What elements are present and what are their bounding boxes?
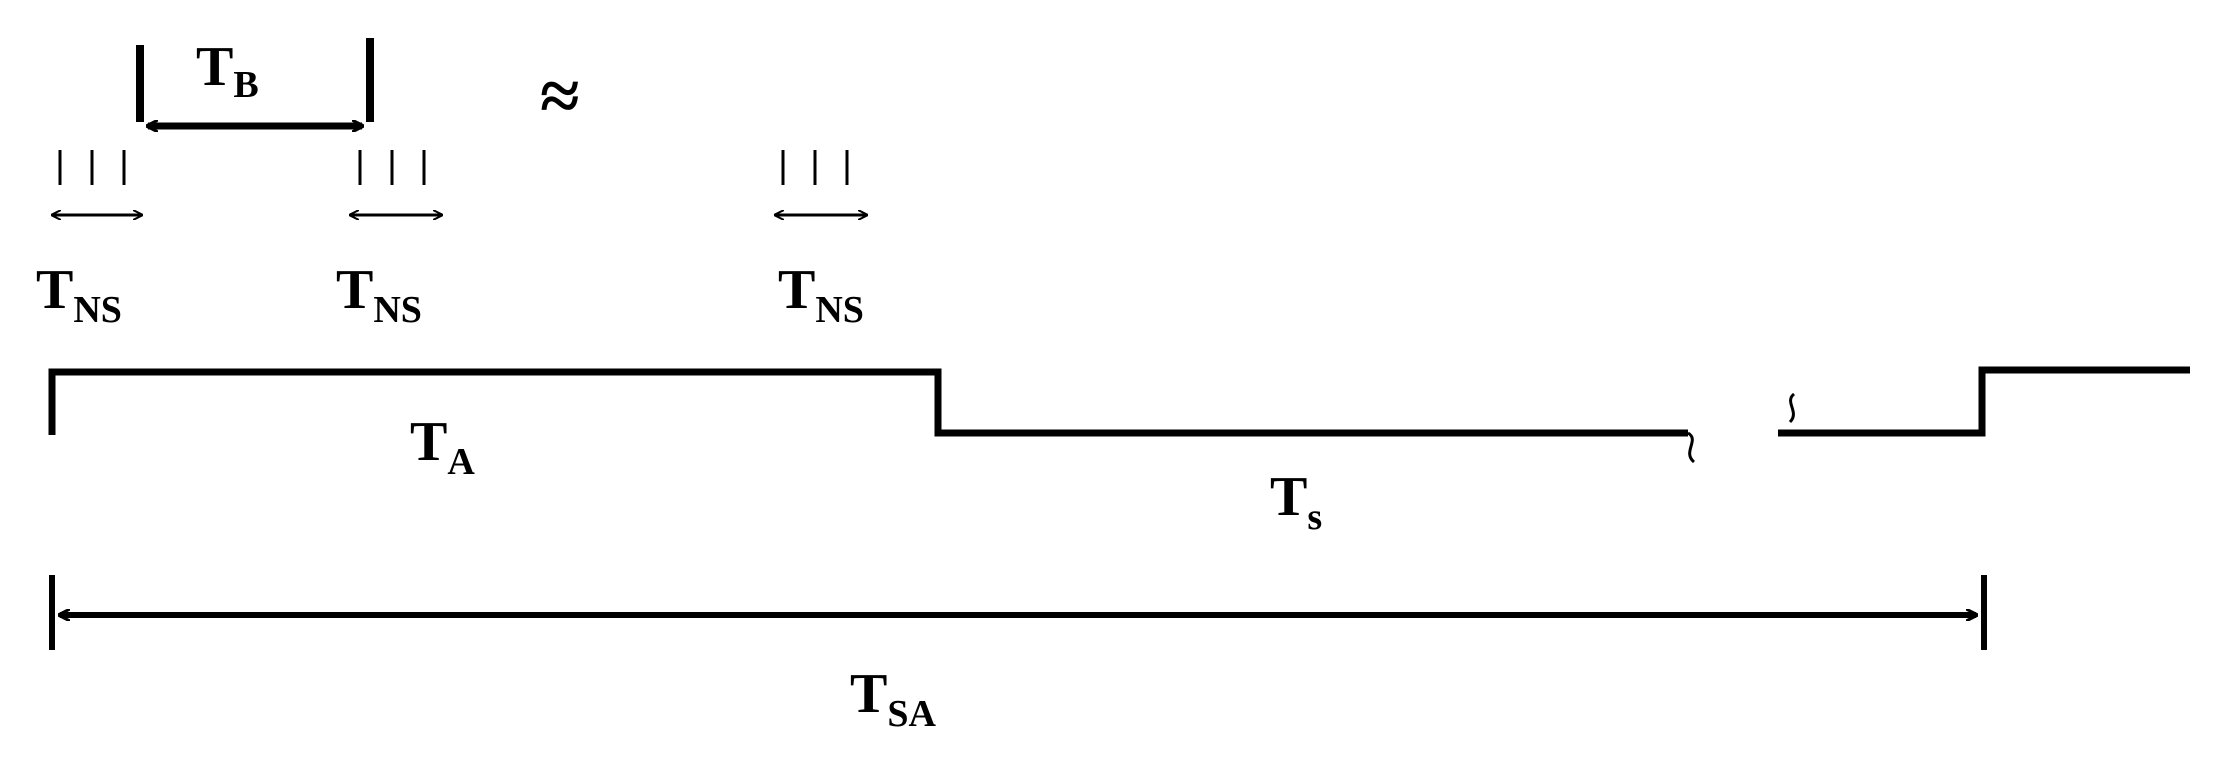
waveform-active bbox=[48, 368, 1688, 437]
tb-label: TB bbox=[196, 36, 259, 106]
tns-label-3: TNS bbox=[778, 259, 864, 331]
tns-label-1: TNS bbox=[36, 259, 122, 331]
ta-label: TA bbox=[410, 411, 475, 483]
approx-symbol: ≈ bbox=[540, 56, 580, 136]
ts-label: Ts bbox=[1270, 466, 1322, 538]
tns-label-2: TNS bbox=[336, 259, 422, 331]
tsa-label: TSA bbox=[850, 663, 936, 735]
pulse-group-2 bbox=[350, 150, 442, 215]
pulse-group-3 bbox=[775, 150, 867, 215]
break-squiggle-right bbox=[1788, 392, 1796, 424]
break-squiggle-left bbox=[1687, 431, 1696, 464]
pulse-group-1 bbox=[52, 150, 142, 215]
waveform-resume bbox=[1778, 366, 2190, 437]
